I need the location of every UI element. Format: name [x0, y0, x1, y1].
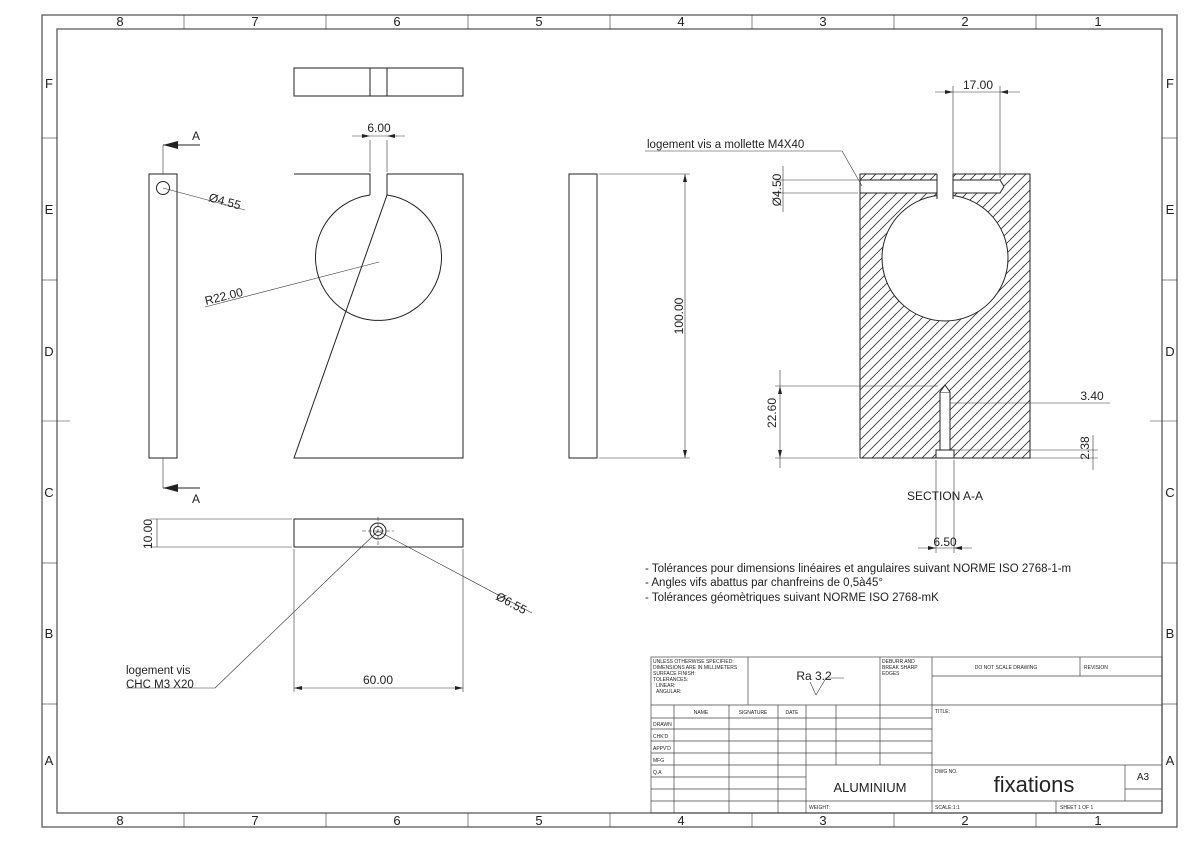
- tb-dwg-no: fixations: [994, 772, 1075, 797]
- zone-col-6-bottom: 6: [393, 813, 400, 828]
- dim-csk-dia: Ø6.55: [494, 589, 530, 617]
- dim-cb-dia: 6.50: [933, 535, 957, 549]
- dim-thickness: 10.00: [141, 519, 155, 549]
- tb-unless-5: LINEAR:: [656, 683, 675, 689]
- dim-width: 60.00: [363, 673, 393, 687]
- zone-row-d-right: D: [1165, 344, 1174, 359]
- zone-col-3-bottom: 3: [819, 813, 826, 828]
- tb-row-drawn: DRAWN: [653, 722, 672, 728]
- zone-row-a-right: A: [1166, 753, 1175, 768]
- tb-row-appvd: APPV'D: [653, 746, 671, 752]
- zone-row-f: F: [45, 76, 53, 91]
- zone-row-b-right: B: [1166, 626, 1175, 641]
- tb-dwg-no-label: DWG NO.: [935, 769, 958, 775]
- tb-scale: SCALE:1:1: [935, 805, 960, 811]
- zone-row-c-right: C: [1165, 485, 1174, 500]
- tb-do-not-scale: DO NOT SCALE DRAWING: [975, 665, 1038, 671]
- tb-col-date: DATE: [786, 710, 800, 716]
- bottom-view: 10.00 Ø6.55 logement vis CHC M3 X20 60.0…: [126, 517, 533, 692]
- tb-row-qa: Q.A: [653, 770, 662, 776]
- general-notes: - Tolérances pour dimensions linéaires e…: [645, 563, 1071, 604]
- zone-row-d: D: [44, 344, 53, 359]
- note-line-1: - Tolérances pour dimensions linéaires e…: [645, 563, 1071, 575]
- zone-col-1: 1: [1094, 14, 1101, 29]
- tb-revision: REVISION: [1084, 665, 1108, 671]
- zone-col-2: 2: [961, 14, 968, 29]
- tb-deburr-3: EDGES: [882, 671, 900, 677]
- tb-unless-1: UNLESS OTHERWISE SPECIFIED:: [653, 659, 734, 665]
- tb-deburr-2: BREAK SHARP: [882, 665, 918, 671]
- zone-row-f-right: F: [1166, 76, 1174, 91]
- zone-col-8-bottom: 8: [116, 813, 123, 828]
- zone-row-e: E: [45, 202, 54, 217]
- side-view-left: A A Ø4.55: [148, 129, 246, 506]
- callout-thumb-screw: logement vis a mollette M4X40: [647, 139, 804, 151]
- dim-screw-hole-dia: Ø4.50: [770, 173, 784, 206]
- zone-row-c: C: [44, 485, 53, 500]
- tb-size: A3: [1137, 772, 1150, 783]
- note-line-2: - Angles vifs abattus par chanfreins de …: [645, 577, 883, 589]
- tb-row-mfg: MFG: [653, 758, 664, 764]
- callout-chc-line2: CHC M3 X20: [126, 679, 194, 691]
- dim-hole-depth: 22.60: [765, 398, 779, 428]
- zone-col-4: 4: [677, 14, 684, 29]
- zone-col-5: 5: [535, 14, 542, 29]
- zone-row-b: B: [45, 626, 54, 641]
- tb-sheet: SHEET 1 OF 1: [1060, 805, 1093, 811]
- tb-unless-6: ANGULAR:: [656, 689, 682, 695]
- tb-material: ALUMINIUM: [834, 780, 907, 795]
- zone-col-7-bottom: 7: [251, 813, 258, 828]
- section-label: SECTION A-A: [907, 489, 983, 503]
- tb-unless-2: DIMENSIONS ARE IN MILLIMETERS: [653, 665, 738, 671]
- tb-surface-finish: Ra 3.2: [796, 669, 832, 683]
- tb-title-label: TITLE:: [935, 709, 950, 715]
- zone-col-2-bottom: 2: [961, 813, 968, 828]
- surface-finish-symbol-icon: [809, 677, 844, 696]
- dim-hole-dia: Ø4.55: [207, 190, 243, 212]
- tb-deburr-1: DEBURR AND: [882, 659, 915, 665]
- zone-col-8: 8: [116, 14, 123, 29]
- callout-chc-line1: logement vis: [126, 665, 191, 677]
- dim-slot-width: 6.00: [367, 121, 391, 135]
- sheet-border: [41, 14, 1178, 828]
- dim-height: 100.00: [672, 297, 686, 334]
- dim-hole-dia-small: 3.40: [1080, 389, 1104, 403]
- tb-row-chkd: CHK'D: [653, 734, 669, 740]
- zone-col-6: 6: [393, 14, 400, 29]
- dim-radius: R22.00: [203, 285, 244, 308]
- tb-col-signature: SIGNATURE: [739, 710, 768, 716]
- tb-unless-4: TOLERANCES:: [653, 677, 688, 683]
- section-marker-bottom: A: [192, 492, 200, 506]
- zone-col-4-bottom: 4: [677, 813, 684, 828]
- dim-cb-depth: 2.38: [1078, 436, 1092, 460]
- section-view: 17.00 logement vis a mollette M4X40 Ø4.5…: [645, 78, 1110, 553]
- side-view-right: 100.00: [568, 173, 690, 459]
- dim-screw-offset: 17.00: [963, 78, 993, 92]
- zone-row-e-right: E: [1166, 202, 1175, 217]
- section-marker-top: A: [192, 129, 200, 143]
- zone-col-5-bottom: 5: [535, 813, 542, 828]
- zone-col-3: 3: [819, 14, 826, 29]
- tb-weight-label: WEIGHT:: [809, 805, 830, 811]
- zone-col-7: 7: [251, 14, 258, 29]
- note-line-3: - Tolérances géomètriques suivant NORME …: [645, 592, 939, 604]
- title-block: UNLESS OTHERWISE SPECIFIED: DIMENSIONS A…: [650, 656, 1163, 814]
- zone-row-a: A: [45, 753, 54, 768]
- tb-unless-3: SURFACE FINISH:: [653, 671, 696, 677]
- zone-col-1-bottom: 1: [1094, 813, 1101, 828]
- top-view: [293, 67, 464, 97]
- tb-col-name: NAME: [694, 710, 709, 716]
- front-view: 6.00 R22.00: [203, 121, 464, 459]
